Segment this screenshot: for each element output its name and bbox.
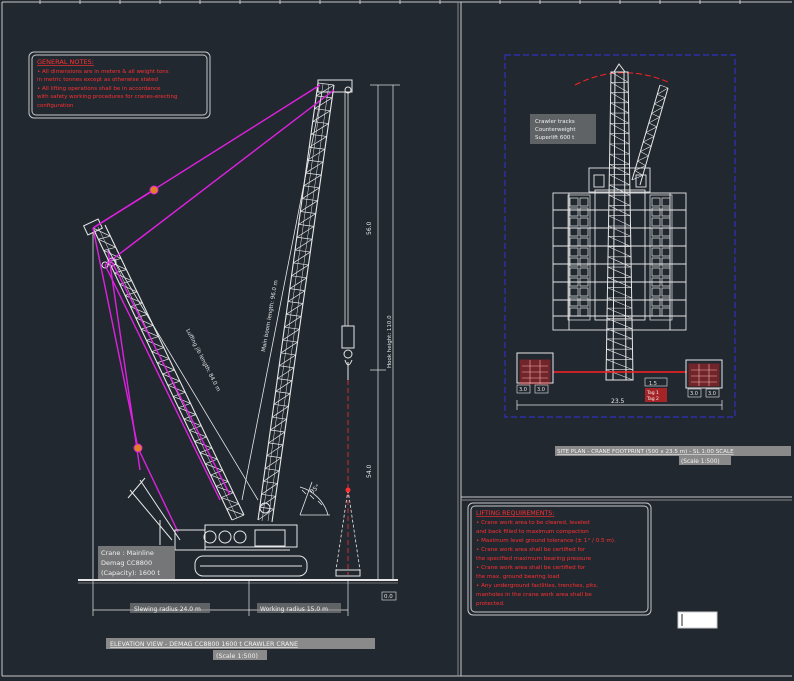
main-boom [257,82,335,523]
elevation-crane: 85° Main boom length: 96.0 m Luffing jib… [78,79,400,660]
lifting-notes-line: • Crane work area to be cleared, leveled [476,520,590,526]
elevation-title: ELEVATION VIEW - DEMAG CC8800 1600 t CRA… [110,641,298,648]
plan-crawler-frame [552,192,687,331]
lifting-notes-line: the max. ground bearing load [476,574,560,580]
load-shackle [345,487,351,493]
dim-left: 3.0 [537,387,545,393]
cad-cursor-box[interactable] [677,611,718,629]
crane-label-line: (Capacity): 1600 t [101,569,160,577]
crane-label-box [98,546,175,579]
plan-tag: Tag 1 [646,390,659,396]
superlift-tray-left [516,352,687,394]
luffing-jib-length-label: Luffing jib length: 84.0 m [184,328,221,392]
plan-label-line: Counterweight [535,127,576,133]
boom-angle-indicator [299,481,330,516]
lifting-notes-line: and back filled to maximum compaction [476,529,589,535]
elevation-title-bar [106,638,375,649]
general-notes-line: • All lifting operations shall be in acc… [37,86,161,92]
plan-width-label: 23.5 [611,398,625,405]
working-radius-label: Working radius 15.0 m [260,606,328,613]
plan-label-line: Superlift 600 t [535,135,575,141]
hoist-line [344,92,349,326]
general-notes-heading: GENERAL NOTES: [37,58,94,66]
dim-center: 1.5 [649,381,657,387]
lifting-notes-line: the specified maximum bearing pressure [476,556,592,562]
plan-view: Crawler tracks Counterweight Superlift 6… [504,54,791,465]
upper-height-label: 56.0 [366,221,373,235]
crane-superstructure [174,502,298,551]
lifting-notes-box: LIFTING REQUIREMENTS: • Crane work area … [467,502,652,616]
plan-tracks [567,194,673,321]
plan-carbody [588,167,651,321]
general-notes-line: • All dimensions are in meters & all wei… [37,69,169,75]
crawler-track [194,549,308,577]
lifting-notes-line: • Crane work area shall be certified for [476,565,586,571]
elevation-scale: (Scale 1:500) [216,653,258,660]
hook-block [341,325,355,380]
general-notes-box: GENERAL NOTES: • All dimensions are in m… [28,51,211,119]
plan-tag: Tag 2 [646,396,659,402]
lifting-notes-heading: LIFTING REQUIREMENTS: [476,510,554,517]
luffing-jib [92,224,245,521]
lower-height-label: 54.0 [366,464,373,478]
boom-head [317,79,353,94]
load-pad [335,569,361,577]
lifting-notes-line: • Any underground facilities, trenches, … [476,583,598,589]
dim-left: 3.0 [519,387,527,393]
vertical-dimensions [370,84,400,581]
guy-lines [92,91,323,580]
lifting-notes-line: protected. [476,601,505,607]
load-sling [335,489,361,571]
top-edge-ticks [39,0,741,4]
back-mast [127,477,181,545]
lifting-notes-line: • Crane work area shall be certified for [476,547,586,553]
main-boom-length-label: Main boom length: 96.0 m [261,280,280,353]
plan-boom [605,63,634,381]
general-notes-line: configuration [37,103,74,109]
general-notes-line: with safety working procedures for crane… [37,94,178,100]
plan-scale: (Scale 1:500) [681,459,720,465]
crane-label-line: Crane : Mainline [101,549,154,557]
plan-boundary [504,54,736,418]
general-notes-line: in metric tonnes except as otherwise sta… [37,77,158,83]
slewing-radius-label: Slewing radius 24.0 m [134,606,201,613]
hook-height-label: Hook height: 110.0 [387,315,393,368]
pendant-rigging [92,84,335,533]
superlift-tray-right [685,359,723,398]
dim-right: 3.0 [690,391,698,397]
plan-title-bar [555,446,791,456]
plan-width-dimension [516,400,723,410]
plan-label-box [530,114,596,144]
swing-arc [574,72,669,86]
lifting-notes-line: manholes in the crane work area shall be [476,592,592,598]
lifting-notes-line: • Maximum level ground tolerance (± 1° /… [476,538,616,544]
plan-title: SITE PLAN - CRANE FOOTPRINT (500 x 23.5 … [557,449,734,455]
rigging-blocks [133,185,159,453]
plan-label-line: Crawler tracks [535,119,575,125]
crane-label-line: Demag CC8800 [101,559,152,567]
ground-level-label: 0.0 [384,594,393,600]
dim-right: 3.0 [708,391,716,397]
